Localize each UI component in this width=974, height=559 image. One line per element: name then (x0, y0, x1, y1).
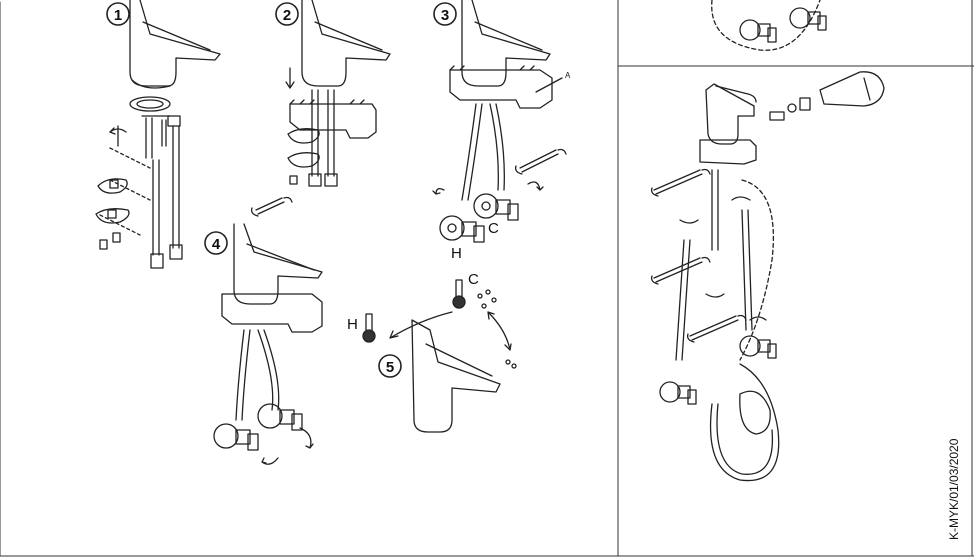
thermometer-cold-icon (452, 279, 466, 309)
threaded-rods (141, 115, 171, 159)
rotate-arrow-icon (749, 316, 767, 321)
step-5-diagram (362, 279, 517, 433)
rotate-arrow-icon (261, 457, 279, 465)
flexible-hoses (461, 103, 505, 201)
cold-label-step3: C (488, 220, 499, 237)
mounting-plate-2 (95, 208, 130, 224)
shower-hose-path (739, 179, 775, 361)
document-code: K-MYK/01/03/2020 (947, 438, 961, 540)
mounting-plate-1 (97, 178, 128, 194)
step-4-number: 4 (212, 236, 221, 253)
wrench-icon (650, 168, 711, 197)
valves (213, 403, 303, 451)
cold-valve (473, 193, 519, 221)
countertop-section (221, 293, 323, 333)
rotate-arrow-icon (705, 293, 725, 298)
step-2-number: 2 (283, 7, 291, 24)
shower-faucet-diagram (650, 71, 885, 482)
step-2-badge (275, 2, 299, 26)
countertop-section (699, 139, 757, 165)
faucet-body (461, 0, 551, 87)
rotate-arrow-icon (299, 427, 314, 449)
step-5-number: 5 (386, 359, 394, 376)
callout-a-line (535, 77, 563, 93)
rotate-arrow-icon (527, 181, 544, 191)
step-4-badge (204, 231, 228, 255)
guide-dashes (99, 147, 151, 236)
faucet-body (705, 83, 755, 145)
flexible-hoses (675, 169, 753, 361)
flexible-hose (150, 115, 183, 269)
faucet-lever (715, 85, 757, 103)
wrench-icon (650, 256, 711, 285)
valves (659, 335, 777, 405)
down-arrow-icon (285, 67, 295, 89)
hot-direction-arrow (389, 311, 453, 339)
cold-direction-arrow (487, 311, 512, 351)
faucet-body (301, 0, 391, 87)
hand-shower-icon (769, 71, 885, 121)
step-3-badge (433, 2, 457, 26)
step-3-number: 3 (441, 7, 449, 24)
step-1-badge (106, 2, 130, 26)
flexible-hose (289, 89, 338, 187)
callout-a-label: A (565, 71, 571, 80)
rotate-arrow-icon (109, 125, 127, 147)
step-3-diagram (432, 0, 567, 243)
faucet-body (233, 223, 323, 305)
faucet-body (129, 0, 221, 89)
step-5-badge (378, 354, 402, 378)
rotate-arrow-icon (679, 219, 699, 224)
nuts (99, 232, 121, 250)
step-1-number: 1 (114, 7, 122, 24)
shower-hose (709, 363, 780, 482)
shower-hose-inner (716, 403, 774, 475)
faucet-body (411, 319, 501, 433)
step-1-diagram (95, 0, 221, 269)
wrench-icon (686, 314, 747, 343)
hot-valve (439, 215, 485, 243)
hot-label-step3: H (451, 245, 462, 262)
water-drops-icon (477, 289, 517, 369)
wrench-icon (514, 148, 567, 175)
thermometer-hot-icon (362, 313, 376, 343)
countertop-section (449, 65, 553, 109)
top-right-valves (711, 0, 827, 51)
o-ring (129, 96, 171, 112)
rotate-arrow-icon (432, 188, 445, 195)
rotate-arrow-icon (731, 196, 751, 201)
step-2-diagram (250, 0, 391, 217)
hot-label-step5: H (347, 316, 358, 333)
hose-weight (739, 390, 771, 435)
wrench-icon (250, 196, 293, 217)
step-4-diagram (213, 223, 323, 465)
cold-label-step5: C (468, 271, 479, 288)
